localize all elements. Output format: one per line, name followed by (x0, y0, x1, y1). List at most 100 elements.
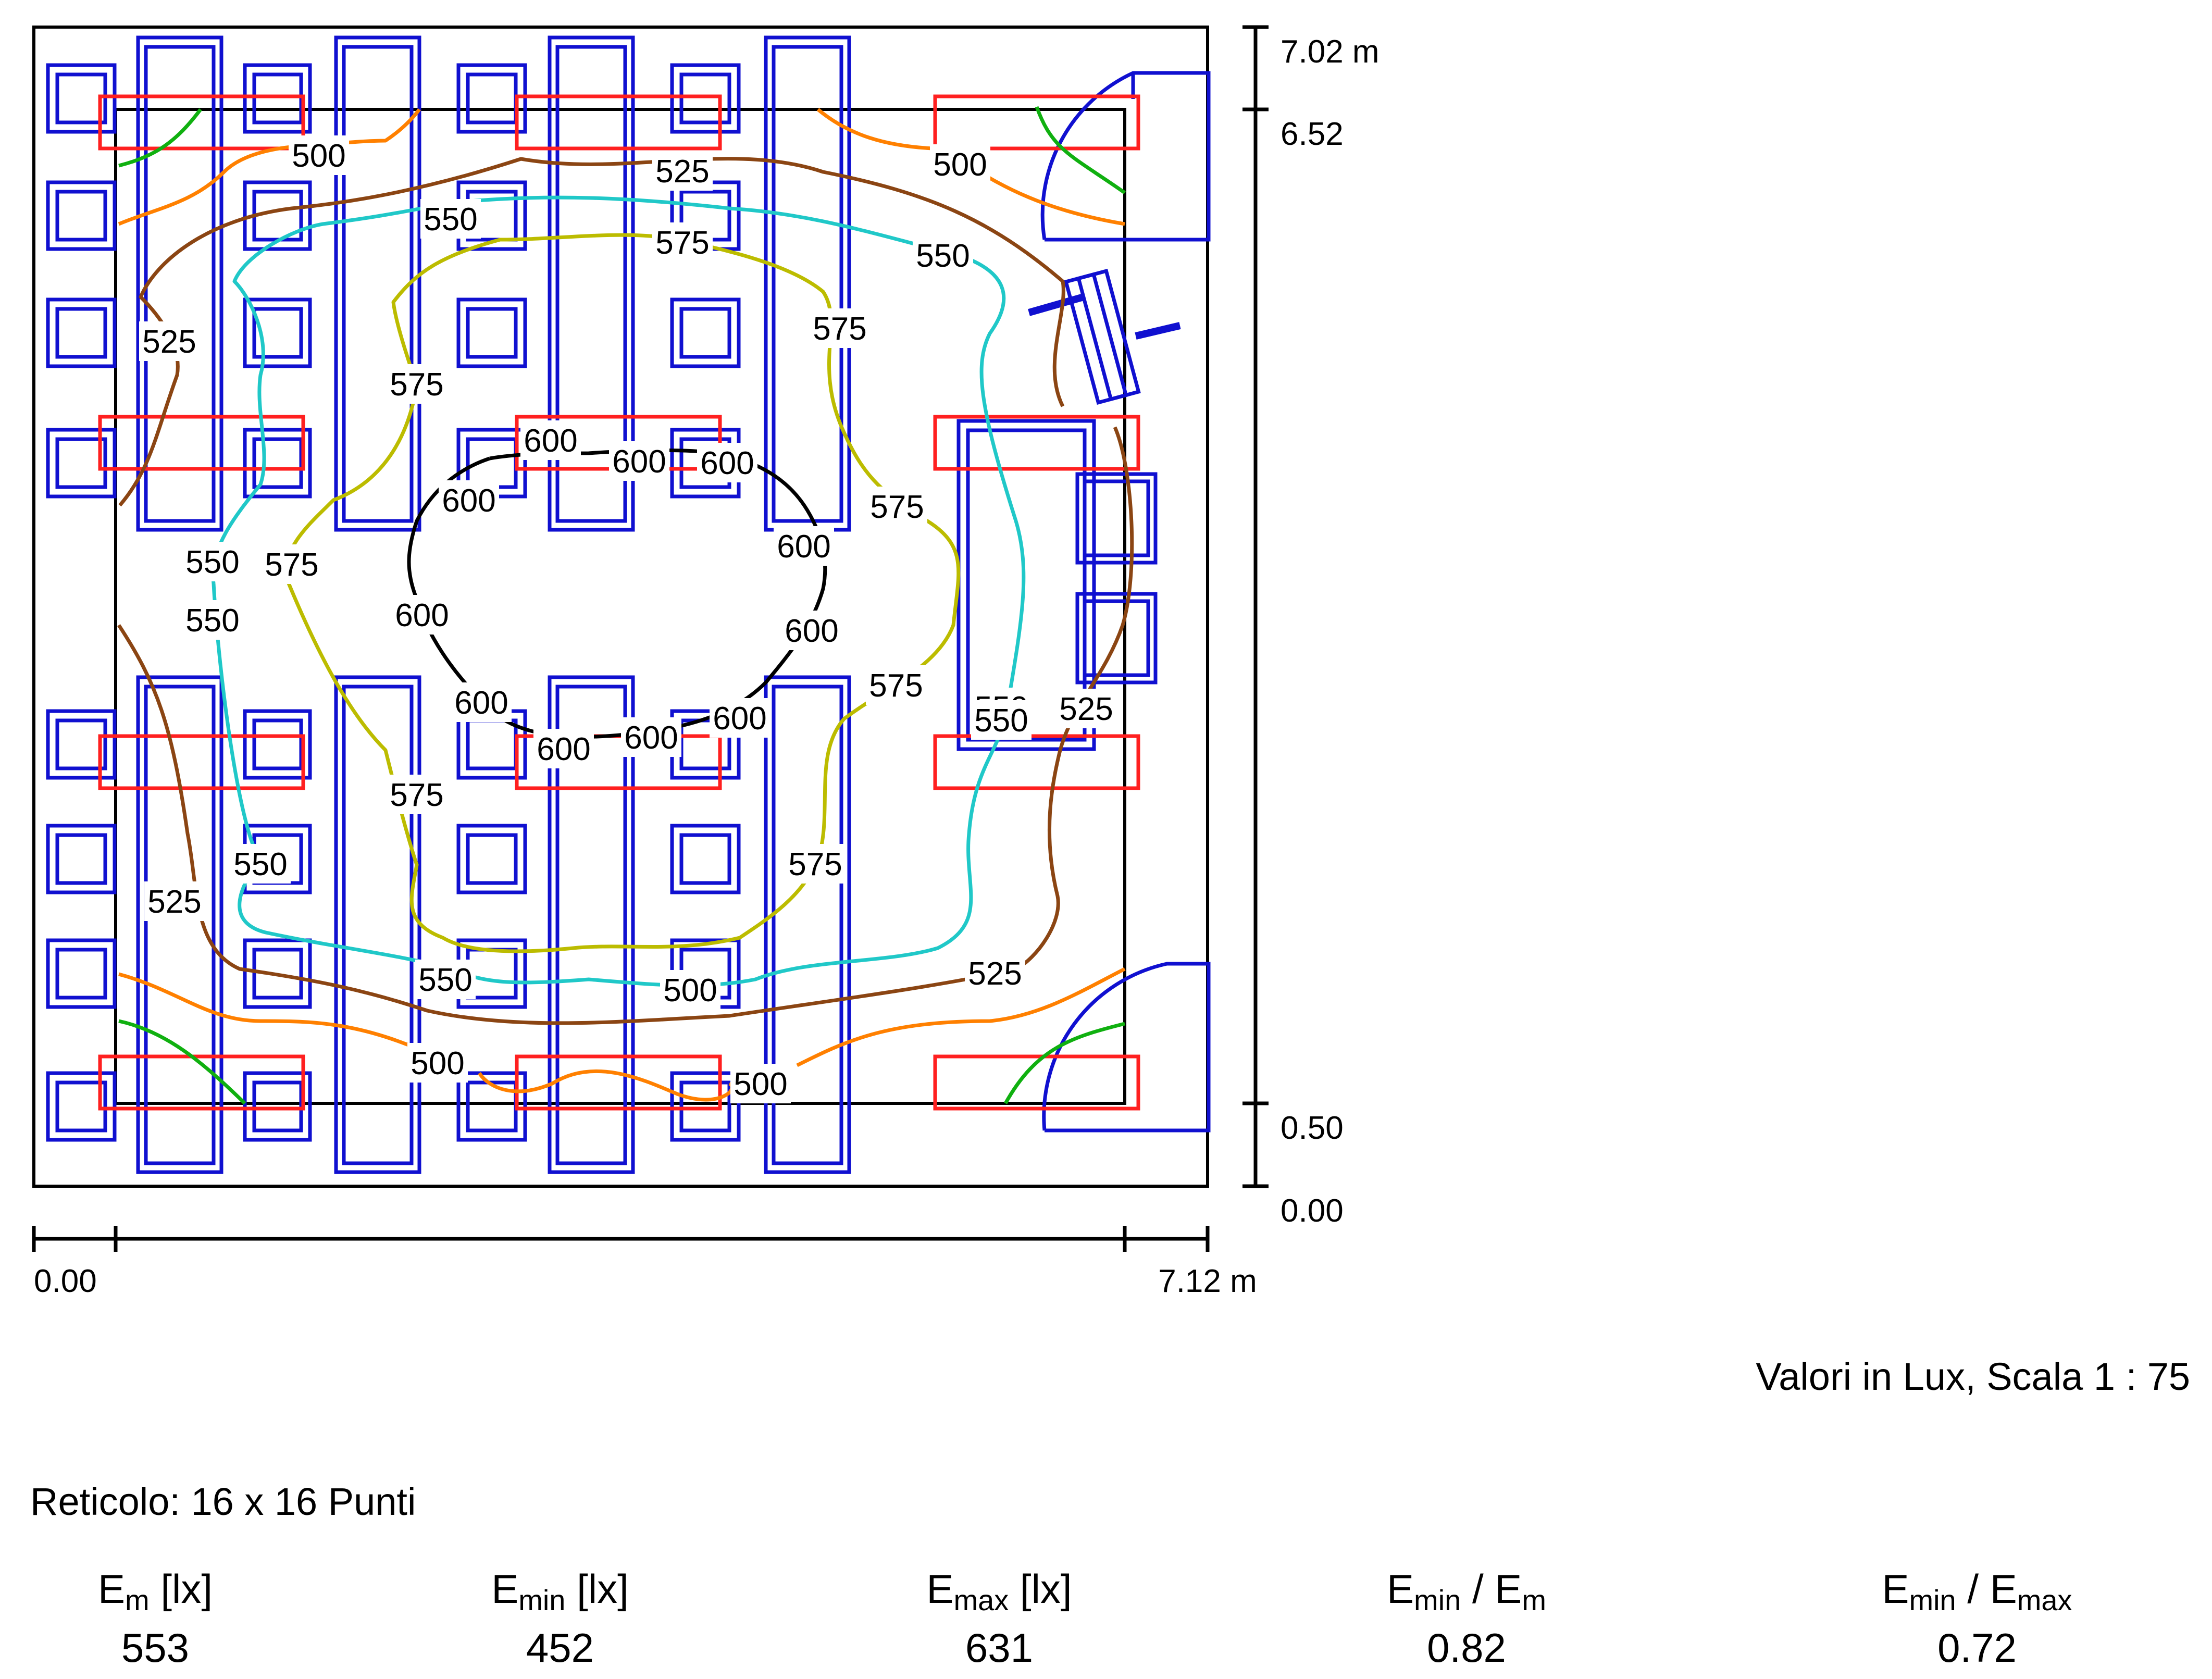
contour-label: 525 (652, 151, 713, 191)
contour-label: 525 (144, 881, 205, 921)
contour-label-text: 600 (454, 685, 508, 721)
y-bottom-label: 0.00 (1281, 1193, 1344, 1229)
contour-label-text: 600 (785, 613, 838, 649)
contour-label-text: 550 (424, 202, 477, 238)
contour-label: 575 (387, 364, 447, 404)
contour-label: 500 (930, 144, 990, 184)
stat-column: Emin / Emax 0.72 (1743, 1565, 2211, 1672)
stat-value: 553 (121, 1625, 190, 1671)
isoline-500 (118, 108, 421, 226)
stat-heading: Emin / Em (1387, 1566, 1546, 1616)
contour-label-text: 550 (185, 544, 239, 580)
left-boxes (46, 63, 117, 1142)
isoline-600 (407, 448, 827, 739)
x-left-label: 0.00 (34, 1263, 97, 1299)
y-top-label: 7.02 m (1281, 34, 1380, 70)
contour-label-text: 600 (700, 445, 754, 481)
stat-value: 631 (965, 1625, 1034, 1671)
contour-label-text: 575 (655, 225, 709, 261)
stat-heading: Emin / Emax (1882, 1566, 2072, 1616)
contour-label: 500 (407, 1043, 468, 1083)
contour-label-text: 600 (524, 423, 577, 459)
stat-value: 0.72 (1937, 1625, 2017, 1671)
contour-label-text: 500 (663, 973, 717, 1009)
contour-label: 575 (866, 665, 926, 705)
contour-label: 600 (609, 441, 669, 481)
contour-label-text: 575 (870, 489, 924, 525)
contour-label-text: 550 (233, 847, 287, 882)
stat-heading: Em [lx] (97, 1566, 213, 1616)
contour-label: 575 (262, 544, 322, 584)
contour-label-text: 600 (442, 483, 495, 519)
isolines (117, 106, 1134, 1105)
contour-label: 500 (730, 1064, 791, 1103)
contour-label-text: 525 (1059, 691, 1113, 727)
outer-wall (32, 26, 1209, 1188)
contour-labels: 500 500 525 550 575 550 525 575 575 600 600 600 600 5… (139, 135, 1116, 1103)
contour-label: 600 (451, 682, 512, 722)
contour-label-text: 575 (813, 311, 866, 347)
contour-label-text: 575 (788, 847, 842, 882)
contour-label-text: 575 (869, 668, 923, 704)
contour-label: 550 (415, 960, 476, 999)
contour-label-text: 525 (968, 956, 1022, 992)
contour-label-text: 500 (933, 147, 987, 183)
contour-label-text: 600 (612, 444, 666, 480)
contour-label: 575 (652, 222, 713, 262)
contour-label: 500 (289, 135, 349, 175)
contour-label: 575 (810, 308, 870, 348)
contour-label-text: 575 (390, 367, 443, 403)
stat-value: 0.82 (1427, 1625, 1506, 1671)
contour-label: 600 (439, 480, 499, 520)
stat-value: 452 (526, 1625, 594, 1671)
x-right-label: 7.12 m (1158, 1263, 1257, 1299)
calculation-area (114, 108, 1126, 1105)
contour-label-text: 550 (418, 962, 472, 998)
contour-label: 550 (971, 700, 1032, 740)
stat-column: Em [lx] 553 (0, 1565, 390, 1672)
contour-label: 550 (182, 542, 243, 581)
y-dimension (1242, 25, 1269, 1188)
contour-label: 525 (139, 321, 200, 361)
stat-heading: Emin [lx] (491, 1566, 629, 1616)
x-dimension (32, 1226, 1210, 1252)
scale-note: Valori in Lux, Scala 1 : 75 (1756, 1355, 2190, 1398)
contour-label-text: 500 (734, 1066, 787, 1102)
contour-label: 600 (710, 698, 770, 738)
contour-label-text: 550 (916, 238, 970, 274)
contour-label-text: 600 (624, 720, 678, 756)
contour-label-text: 550 (974, 703, 1028, 739)
grid-note: Reticolo: 16 x 16 Punti (30, 1480, 416, 1523)
contour-label: 600 (774, 526, 834, 566)
stat-column: Emin / Em 0.82 (1232, 1565, 1701, 1672)
contour-label: 575 (785, 844, 846, 884)
y-lower-label: 0.50 (1281, 1110, 1344, 1146)
contour-label-text: 575 (390, 777, 443, 813)
contour-label-text: 500 (411, 1046, 464, 1081)
y-upper-label: 6.52 (1281, 116, 1344, 152)
contour-label-text: 500 (292, 138, 345, 174)
contour-label: 600 (392, 595, 452, 635)
contour-label: 575 (387, 775, 447, 814)
contour-label: 550 (913, 235, 973, 275)
contour-label-text: 525 (147, 884, 201, 920)
isoline-575 (284, 233, 961, 953)
contour-label: 575 (867, 487, 927, 526)
contour-label-text: 600 (713, 701, 766, 737)
stat-heading: Emax [lx] (926, 1566, 1072, 1616)
contour-label: 600 (520, 420, 581, 460)
contour-label-text: 600 (777, 529, 830, 565)
contour-label-text: 600 (537, 731, 590, 767)
contour-label: 600 (533, 729, 594, 768)
contour-label: 500 (660, 970, 720, 1010)
contour-label-text: 600 (395, 598, 449, 633)
contour-label: 525 (965, 953, 1025, 993)
contour-label: 525 (1056, 689, 1116, 728)
stat-column: Emax [lx] 631 (765, 1565, 1234, 1672)
contour-label-text: 525 (655, 154, 709, 190)
contour-label: 600 (697, 443, 757, 482)
contour-label: 550 (182, 600, 243, 640)
contour-label: 550 (420, 199, 481, 239)
stat-column: Emin [lx] 452 (326, 1565, 794, 1672)
floor-plan: 500 500 525 550 575 550 525 575 575 600 600 600 600 5… (32, 25, 1380, 1299)
